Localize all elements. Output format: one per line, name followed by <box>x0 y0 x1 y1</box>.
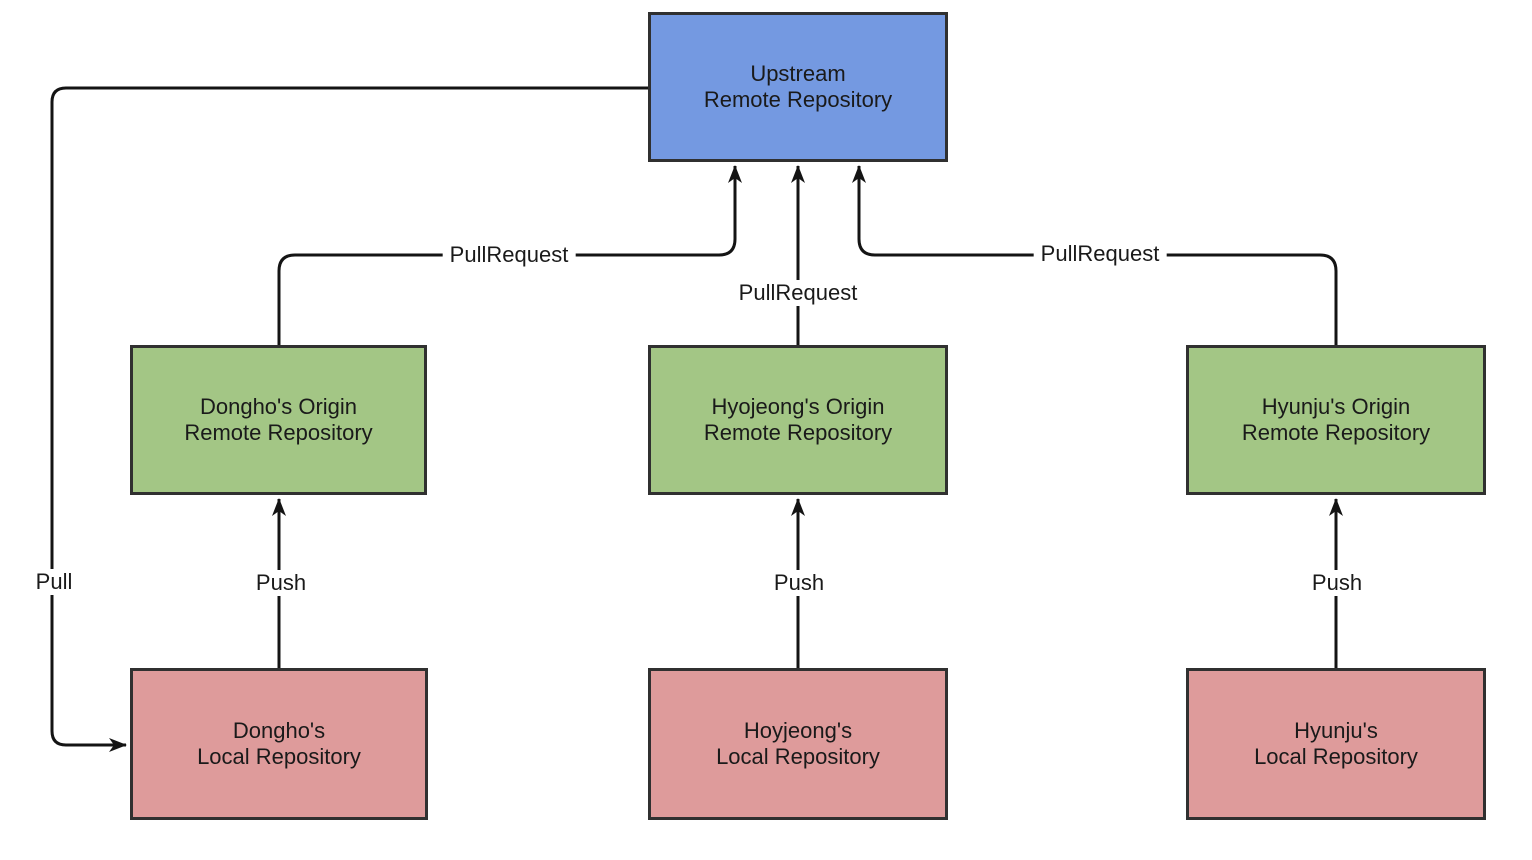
node-label-line1: Upstream <box>750 61 846 86</box>
node-label-line2: Local Repository <box>716 744 880 769</box>
edge-label-pullrequest-right: PullRequest <box>1033 241 1167 267</box>
node-label-line1: Hoyjeong's <box>743 718 853 743</box>
edge-label-pullrequest-left: PullRequest <box>442 242 576 268</box>
edge-label-pullrequest-mid: PullRequest <box>731 280 865 306</box>
node-upstream-remote-repository: Upstream Remote Repository <box>648 12 948 162</box>
node-label-line1: Dongho's <box>232 718 326 743</box>
edge-label-pull: Pull <box>28 569 80 595</box>
node-label-line2: Remote Repository <box>703 87 893 112</box>
edge-label-push-right: Push <box>1304 570 1370 596</box>
edge-pull-line <box>50 86 648 752</box>
node-label-line2: Local Repository <box>197 744 361 769</box>
node-hyunju-origin-remote-repository: Hyunju's Origin Remote Repository <box>1186 345 1486 495</box>
node-label-line2: Local Repository <box>1254 744 1418 769</box>
node-label-line1: Hyunju's <box>1294 718 1378 743</box>
node-dongho-origin-remote-repository: Dongho's Origin Remote Repository <box>130 345 427 495</box>
node-label-line1: Hyunju's Origin <box>1261 394 1411 419</box>
edge-label-push-mid: Push <box>766 570 832 596</box>
node-label-line2: Remote Repository <box>184 420 373 445</box>
edge-label-push-left: Push <box>248 570 314 596</box>
node-dongho-local-repository: Dongho's Local Repository <box>130 668 428 820</box>
node-label-line1: Hyojeong's Origin <box>711 394 885 419</box>
node-label-line2: Remote Repository <box>703 420 893 445</box>
node-hyojeong-origin-remote-repository: Hyojeong's Origin Remote Repository <box>648 345 948 495</box>
node-hyunju-local-repository: Hyunju's Local Repository <box>1186 668 1486 820</box>
node-label-line1: Dongho's Origin <box>199 394 358 419</box>
node-hoyjeong-local-repository: Hoyjeong's Local Repository <box>648 668 948 820</box>
node-label-line2: Remote Repository <box>1241 420 1431 445</box>
